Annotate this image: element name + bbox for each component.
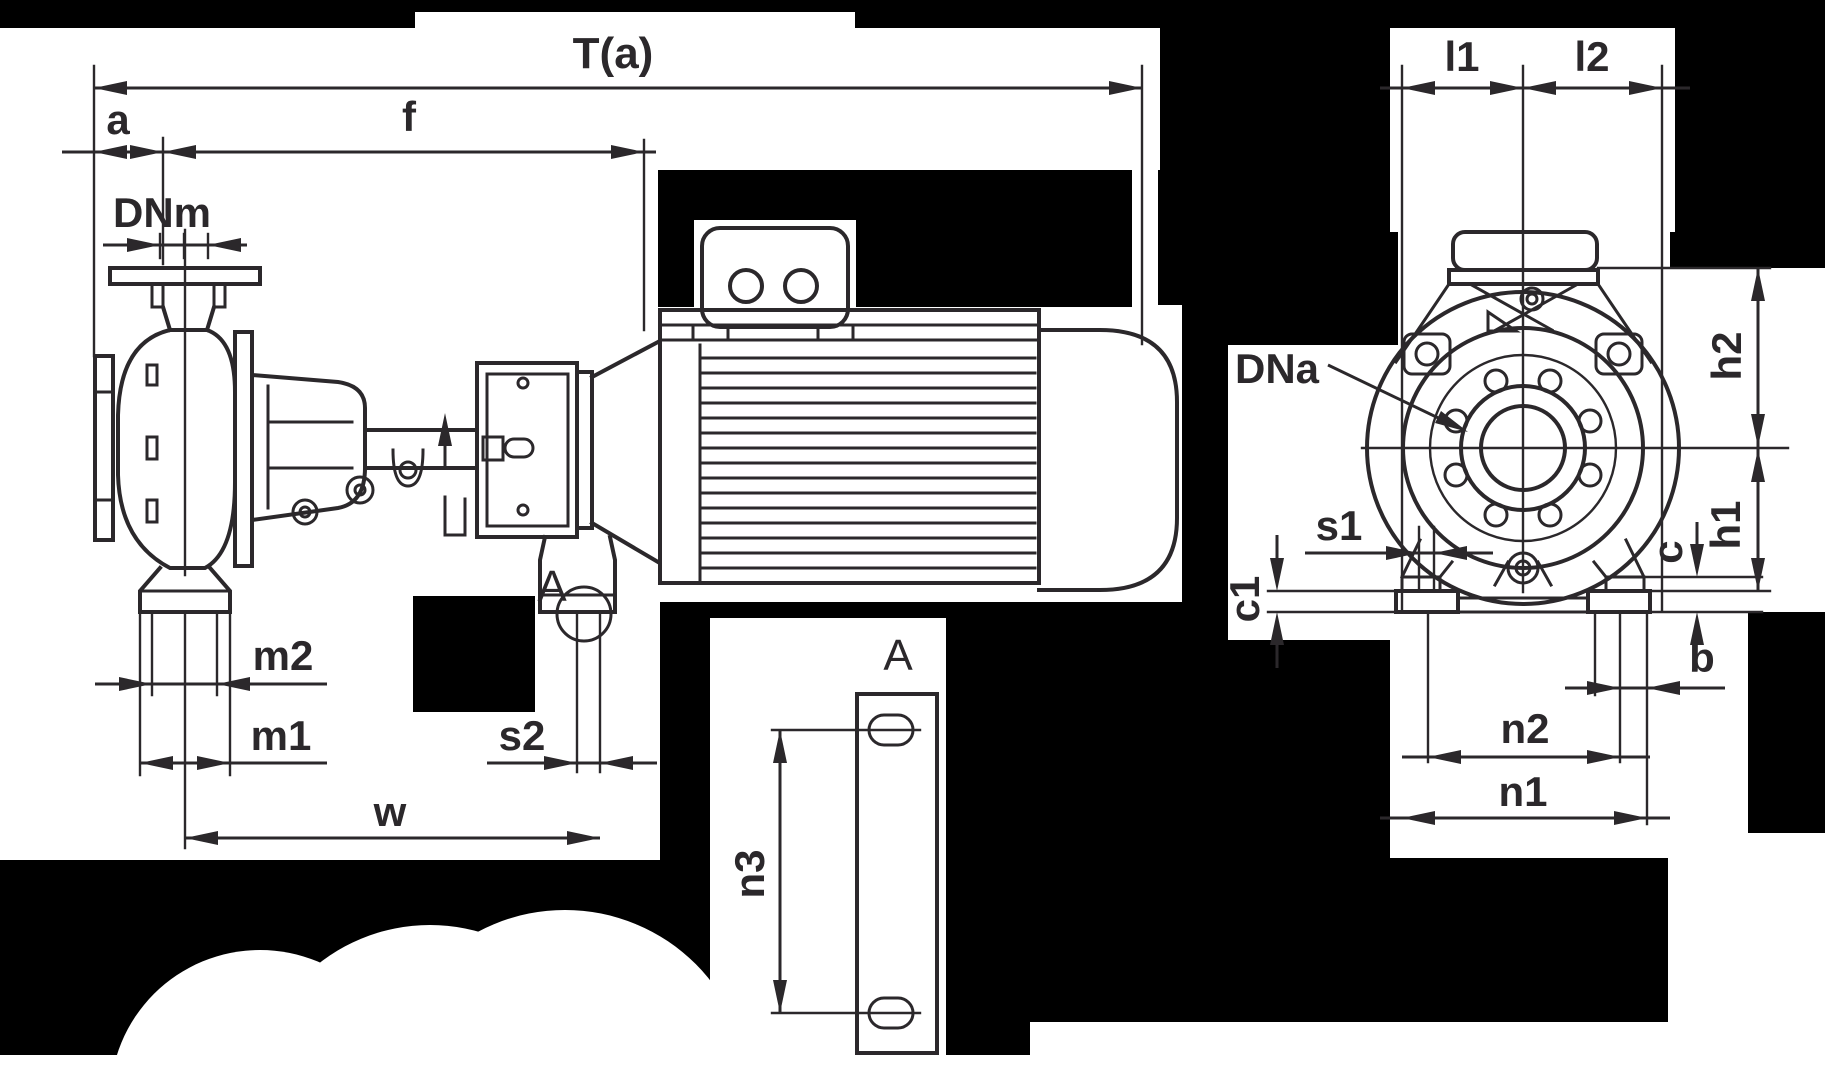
label-w: w <box>373 788 407 835</box>
dimension-n2-n1: n2 n1 <box>1380 610 1670 826</box>
dimension-c1: c1 <box>1221 535 1398 668</box>
pump-side-view: A <box>93 228 661 850</box>
detail-a-view: A n3 <box>726 631 939 1055</box>
suction-flange-face <box>1459 384 1587 512</box>
detail-a-marker-circle <box>555 585 613 643</box>
label-m2: m2 <box>253 632 314 679</box>
dimension-DNa: DNa <box>1235 345 1468 432</box>
label-n1: n1 <box>1498 768 1547 815</box>
cable-gland <box>728 268 764 304</box>
discharge-flange <box>108 266 262 286</box>
motor-stool <box>475 361 579 539</box>
cable-gland <box>783 268 819 304</box>
dimension-h2-h1: h2 h1 <box>1596 266 1772 614</box>
dimension-c: c <box>1644 522 1704 645</box>
label-a: a <box>106 96 130 143</box>
dimension-m2: m2 <box>95 632 327 691</box>
label-h1: h1 <box>1702 500 1749 549</box>
label-h2: h2 <box>1703 331 1750 380</box>
label-A-title: A <box>883 631 913 680</box>
dimension-m1: m1 <box>140 712 327 770</box>
motor-endbell <box>1037 328 1179 592</box>
suction-flange <box>93 354 115 542</box>
label-l2: l2 <box>1574 33 1609 80</box>
label-n3: n3 <box>726 849 773 898</box>
rotation-arrow-icon <box>438 413 452 446</box>
motor-fins <box>698 356 1037 570</box>
dimension-s1: s1 <box>1305 502 1493 560</box>
support-foot <box>443 495 467 537</box>
dimension-b: b <box>1565 610 1725 697</box>
label-n2: n2 <box>1500 705 1549 752</box>
dimension-w: w <box>185 788 600 845</box>
pump-end-view: l1 l2 <box>1221 33 1790 826</box>
label-l1: l1 <box>1444 33 1479 80</box>
label-f: f <box>402 93 417 140</box>
foot-bar <box>855 692 939 1055</box>
dimension-s2: s2 <box>487 712 657 770</box>
coupling-clip <box>391 448 425 488</box>
suction-bore <box>1479 404 1567 492</box>
motor <box>658 226 1179 592</box>
label-s2: s2 <box>499 712 546 759</box>
label-DNm: DNm <box>113 189 211 236</box>
label-s1: s1 <box>1316 502 1363 549</box>
label-c1: c1 <box>1221 576 1268 623</box>
label-DNa: DNa <box>1235 345 1320 392</box>
label-b: b <box>1689 634 1715 681</box>
terminal-box <box>700 226 850 329</box>
casing-outer <box>1365 290 1681 606</box>
label-m1: m1 <box>251 712 312 759</box>
label-c: c <box>1644 540 1691 563</box>
label-A-marker: A <box>537 562 567 611</box>
dimension-DNm: DNm <box>103 189 247 260</box>
label-Ta: T(a) <box>573 29 654 78</box>
dimension-a-f: a f <box>62 93 656 332</box>
dimension-Ta: T(a) <box>92 29 1144 358</box>
white-blob-right <box>380 910 750 1079</box>
